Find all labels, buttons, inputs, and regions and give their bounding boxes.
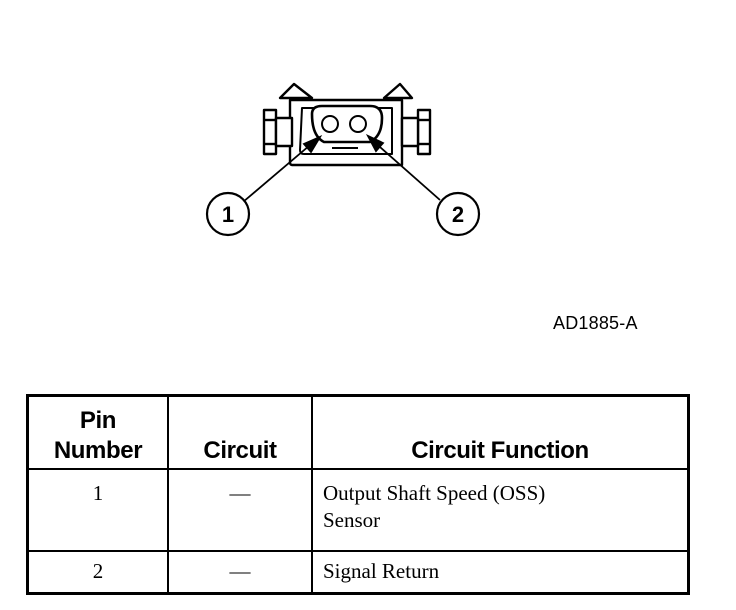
header-pin-line1: Pin [79,407,117,434]
table-header-row: Pin Number Circuit Circuit Function [26,394,690,470]
cell-function: Output Shaft Speed (OSS) Sensor [311,468,690,552]
callout-2-circle [435,191,481,237]
header-circuit: Circuit [167,394,313,470]
table-row: 2 — Signal Return [26,550,690,595]
pin-2-socket [349,115,367,133]
cell-circuit: — [167,468,313,552]
connector-icon [262,82,432,167]
leader-line-2 [371,139,441,201]
leader-line-1 [242,139,317,203]
pin-1-socket [321,115,339,133]
callout-1-label: 1 [222,202,234,227]
leader-arrow-2 [365,134,385,153]
cell-function: Signal Return [311,550,690,595]
cell-function-line1: Signal Return [323,559,440,583]
table-row: 1 — Output Shaft Speed (OSS) Sensor [26,468,690,552]
cell-pin: 2 [26,550,169,595]
callout-1-circle [205,191,251,237]
cell-function-line1: Output Shaft Speed (OSS) [323,481,546,505]
header-circuit-function: Circuit Function [311,394,690,470]
figure-code: AD1885-A [553,313,638,333]
connector-diagram: 1 2 [205,82,481,237]
header-pin-number: Pin Number [26,394,169,470]
header-pin-line2: Number [53,437,143,464]
callout-2-label: 2 [452,202,464,227]
leader-arrow-1 [302,135,323,154]
cell-pin: 1 [26,468,169,552]
pin-table: Pin Number Circuit Circuit Function 1 — … [26,394,690,595]
cell-circuit: — [167,550,313,595]
cell-function-line2: Sensor [323,508,381,532]
